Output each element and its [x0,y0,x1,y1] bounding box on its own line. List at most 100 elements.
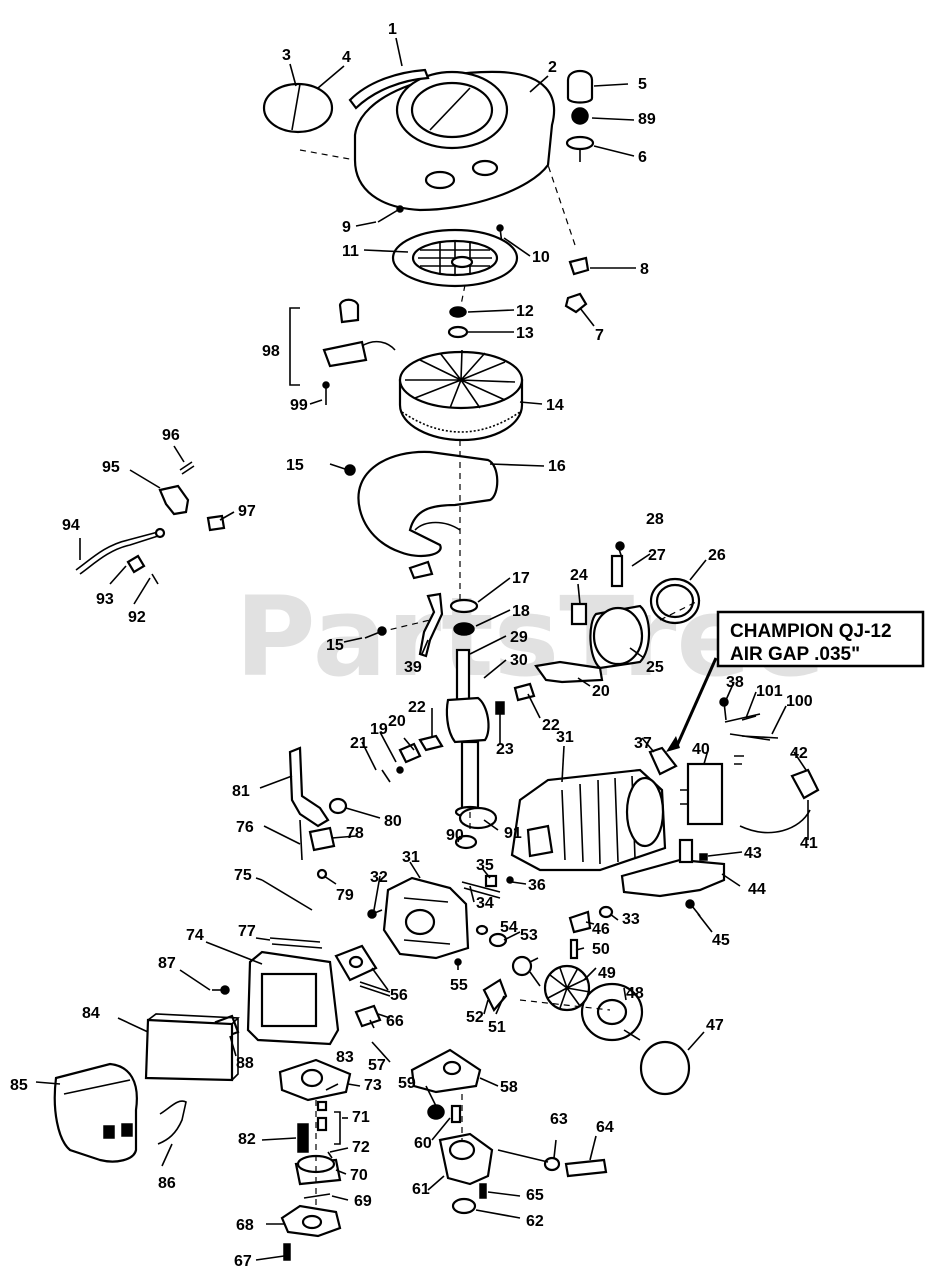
part-label: 63 [550,1111,568,1128]
part-label: 98 [262,343,280,360]
part-label: 3 [282,47,291,64]
part-label: 57 [368,1057,386,1074]
part-label: 37 [634,735,652,752]
part-label: 62 [526,1213,544,1230]
part-label: 31 [556,729,574,746]
air-filter-element [144,1013,240,1082]
part-label: 61 [412,1181,430,1198]
part-label: 44 [748,881,766,898]
part-label: 13 [516,325,534,342]
part-label: 77 [238,923,256,940]
part-label: 56 [390,987,408,1004]
part-label: 99 [290,397,308,414]
crank-seal [454,834,478,850]
part-label: 24 [570,567,588,584]
part-label: 42 [790,745,808,762]
part-label: 101 [756,683,783,700]
part-label: 88 [236,1055,254,1072]
part-label: 15 [326,637,344,654]
ignition-fasteners [568,899,701,934]
part-label: 10 [532,249,550,266]
part-label: 74 [186,927,204,944]
flywheel-washer [447,325,469,339]
part-label: 36 [528,877,546,894]
intake-gasket-sleeves [334,944,391,1028]
filter-clip [157,1100,187,1145]
part-label: 28 [646,511,664,528]
part-label: 59 [398,1075,416,1092]
assembly-lines [299,149,701,1210]
part-label: 50 [592,941,610,958]
part-label: 58 [500,1079,518,1096]
part-label: 16 [548,458,566,475]
part-label: 12 [516,303,534,320]
part-label: 68 [236,1217,254,1234]
part-label: 8 [640,261,649,278]
piston-group [570,541,701,670]
part-label: 26 [708,547,726,564]
part-label: 71 [352,1109,370,1126]
part-label: 46 [592,921,610,938]
part-label: 30 [510,652,528,669]
brake-bracket [418,592,444,658]
part-label: 91 [504,825,522,842]
part-label: 35 [476,857,494,874]
spark-plug-callout: CHAMPION QJ-12 AIR GAP .035" [666,610,925,752]
part-label: 9 [342,219,351,236]
part-label: 80 [384,813,402,830]
part-number-labels: 1 2 3 4 5 6 7 8 9 10 11 12 13 14 15 15 1… [10,21,818,1270]
rewind-screen [391,228,519,288]
crank-key [495,701,505,715]
housing-trim-1 [348,68,430,110]
part-label: 70 [350,1167,368,1184]
callout-line-2: AIR GAP .035" [730,644,860,665]
part-label: 20 [592,683,610,700]
part-label: 72 [352,1139,370,1156]
air-filter-cover [53,1062,138,1163]
part-label: 39 [404,659,422,676]
oil-seal [449,598,479,614]
part-label: 45 [712,932,730,949]
carburetor-body [382,876,470,960]
part-label: 78 [346,825,364,842]
part-label: 11 [342,243,359,260]
armature-plate [620,838,726,898]
part-label: 83 [336,1049,354,1066]
part-label: 22 [542,717,560,734]
part-label: 25 [646,659,664,676]
part-label: 87 [158,955,176,972]
part-label: 96 [162,427,180,444]
part-label: 34 [476,895,494,912]
blower-housing [353,70,556,212]
flywheel [398,349,524,442]
part-label: 48 [626,985,644,1002]
part-label: 95 [102,459,120,476]
ignition-module [648,697,820,834]
part-label: 76 [236,819,254,836]
part-label: 92 [128,609,146,626]
part-label: 47 [706,1017,724,1034]
part-label: 38 [726,674,744,691]
part-label: 66 [386,1013,404,1030]
baffle-screws [329,463,387,639]
part-label: 4 [342,49,351,66]
part-label: 22 [408,699,426,716]
callout-line-1: CHAMPION QJ-12 [730,621,892,642]
part-label: 19 [370,721,388,738]
part-label: 14 [546,397,564,414]
bearing-upper [453,622,475,636]
part-label: 64 [596,1119,614,1136]
part-label: 73 [364,1077,382,1094]
throttle-knob-stack [565,69,595,162]
part-label: 82 [238,1131,256,1148]
part-label: 31 [402,849,420,866]
part-label: 17 [512,570,530,587]
part-label: 41 [800,835,818,852]
part-label: 21 [350,735,368,752]
reed-valve-parts [367,874,514,919]
part-label: 29 [510,629,528,646]
stop-switch [289,298,396,405]
primer-group [410,1048,608,1215]
part-label: 97 [238,503,256,520]
leader-lines [35,37,809,1261]
